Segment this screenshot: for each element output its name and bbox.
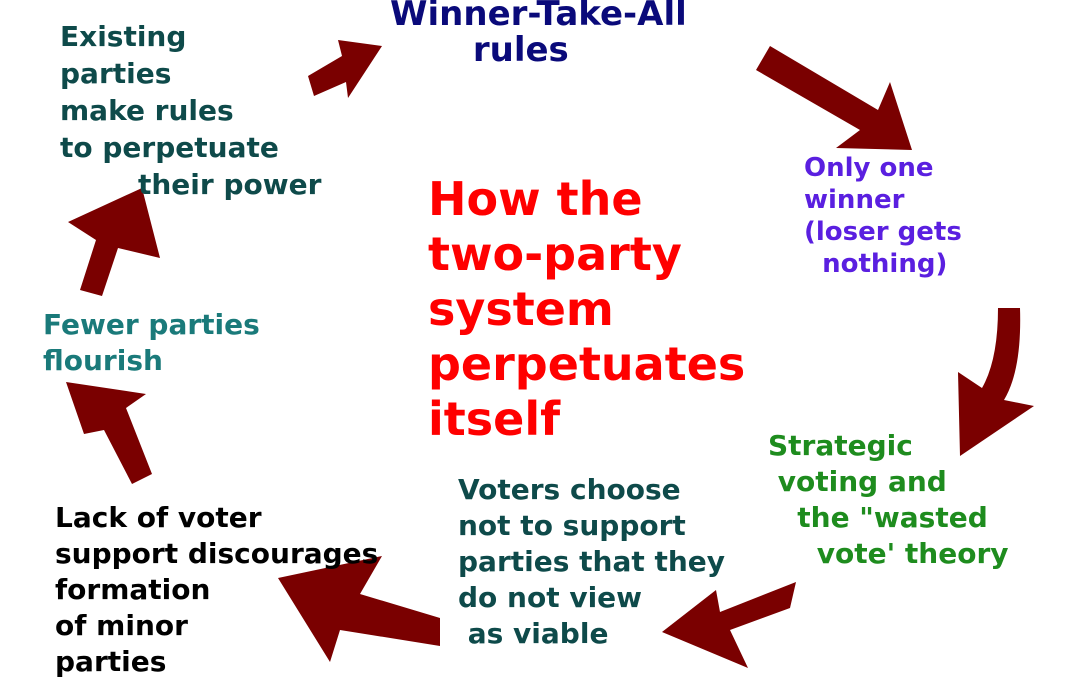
arrow-strategic-to-voters xyxy=(662,582,796,668)
arrow-lack-to-fewer xyxy=(66,382,152,484)
node-fewer-parties: Fewer parties flourish xyxy=(43,308,260,377)
node-voters-choose: Voters choose not to support parties tha… xyxy=(458,473,726,650)
node-only-one-winner: Only one winner (loser gets nothing) xyxy=(804,153,962,279)
node-existing-parties: Existing parties make rules to perpetuat… xyxy=(60,20,322,201)
arrow-one-winner-to-strategic xyxy=(958,308,1034,456)
diagram-title: How the two-party system perpetuates its… xyxy=(428,172,746,446)
node-strategic-voting: Strategic voting and the "wasted vote' t… xyxy=(768,429,1009,570)
node-winner-take-all: Winner-Take-All rules xyxy=(390,0,687,70)
arrow-voters-to-lack xyxy=(278,556,440,662)
arrow-rules-to-one-winner xyxy=(756,46,912,150)
arrow-existing-to-rules xyxy=(308,40,382,98)
node-lack-of-support: Lack of voter support discourages format… xyxy=(55,501,379,678)
arrow-fewer-to-existing xyxy=(68,188,160,296)
